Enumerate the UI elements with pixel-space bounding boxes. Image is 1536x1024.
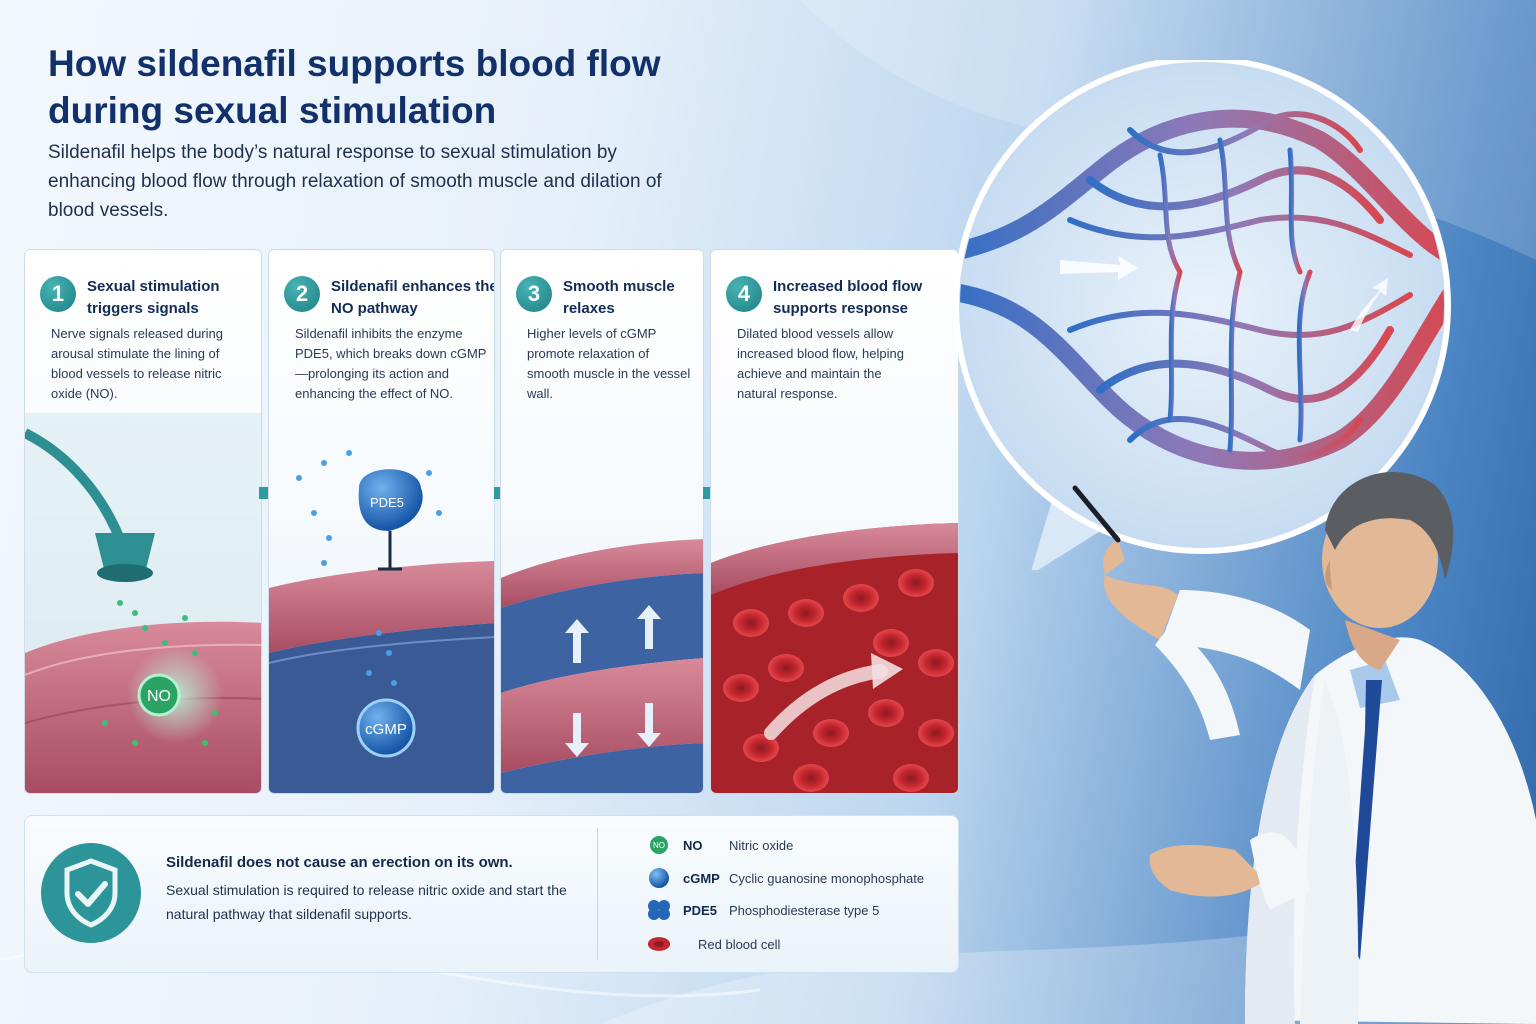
blood-flow-illustration: [711, 523, 958, 793]
legend-full-name: Nitric oxide: [729, 837, 794, 853]
legend-full-name: Cyclic guanosine monophosphate: [729, 870, 925, 886]
step-description: Higher levels of cGMP promote relaxation…: [527, 326, 691, 401]
info-panel: Sildenafil does not cause an erection on…: [24, 815, 959, 973]
legend-item-pde5: PDE5 Phosphodiesterase type 5: [647, 899, 879, 921]
step-description: Nerve signals released during arousal st…: [51, 326, 223, 401]
step-card-2: 2 Sildenafil enhances the NO pathway Sil…: [268, 249, 495, 794]
step-number-badge: 1: [40, 276, 76, 312]
legend-item-cgmp: cGMP Cyclic guanosine monophosphate: [647, 867, 924, 889]
legend-no-icon-text: NO: [653, 841, 665, 850]
step-heading: Sexual stimulation triggers signals: [87, 278, 220, 317]
note-heading: Sildenafil does not cause an erection on…: [166, 854, 513, 871]
step-card-3: 3 Smooth muscle relaxes Higher levels of…: [500, 249, 704, 794]
step-number-badge: 4: [726, 276, 762, 312]
cgmp-molecule-icon: [647, 867, 671, 889]
step-number-badge: 3: [516, 276, 552, 312]
legend-abbr: NO: [683, 837, 703, 853]
step-number-badge: 2: [284, 276, 320, 312]
legend-item-rbc: Red blood cell: [647, 933, 780, 955]
legend-item-no: NO NO Nitric oxide: [647, 834, 793, 856]
step-description: Sildenafil inhibits the enzyme PDE5, whi…: [295, 326, 487, 401]
step-card-1: 1 Sexual stimulation triggers signals Ne…: [24, 249, 262, 794]
shield-check-icon: [41, 843, 141, 943]
pde5-label: PDE5: [370, 495, 404, 510]
step-heading: Sildenafil enhances the NO pathway: [331, 278, 495, 317]
no-molecule-icon: NO: [647, 834, 671, 856]
step-card-4: 4 Increased blood flow supports response…: [710, 249, 959, 794]
pde5-enzyme-icon: [647, 899, 671, 921]
step-heading: Smooth muscle relaxes: [563, 278, 675, 317]
panel-divider: [597, 828, 598, 960]
step-description: Dilated blood vessels allow increased bl…: [737, 326, 904, 401]
legend-full-name: Red blood cell: [698, 936, 781, 952]
page-subtitle: Sildenafil helps the body’s natural resp…: [48, 142, 662, 221]
doctor-presenter-figure: [1072, 472, 1536, 1024]
step-heading: Increased blood flow supports response: [773, 278, 923, 317]
muscle-relaxation-illustration: [501, 539, 703, 793]
pde5-inhibition-illustration: PDE5 cGMP: [269, 450, 494, 793]
nerve-release-illustration: NO: [25, 413, 261, 793]
legend-abbr: cGMP: [683, 870, 720, 886]
red-blood-cell-icon: [647, 933, 671, 955]
page-title: How sildenafil supports blood flow durin…: [48, 43, 661, 131]
legend-full-name: Phosphodiesterase type 5: [729, 902, 880, 918]
note-text: Sexual stimulation is required to releas…: [166, 882, 567, 922]
cgmp-label: cGMP: [365, 721, 407, 738]
legend-abbr: PDE5: [683, 902, 717, 918]
vessel-network-magnified-view: [953, 60, 1451, 570]
no-molecule-label: NO: [147, 688, 171, 705]
